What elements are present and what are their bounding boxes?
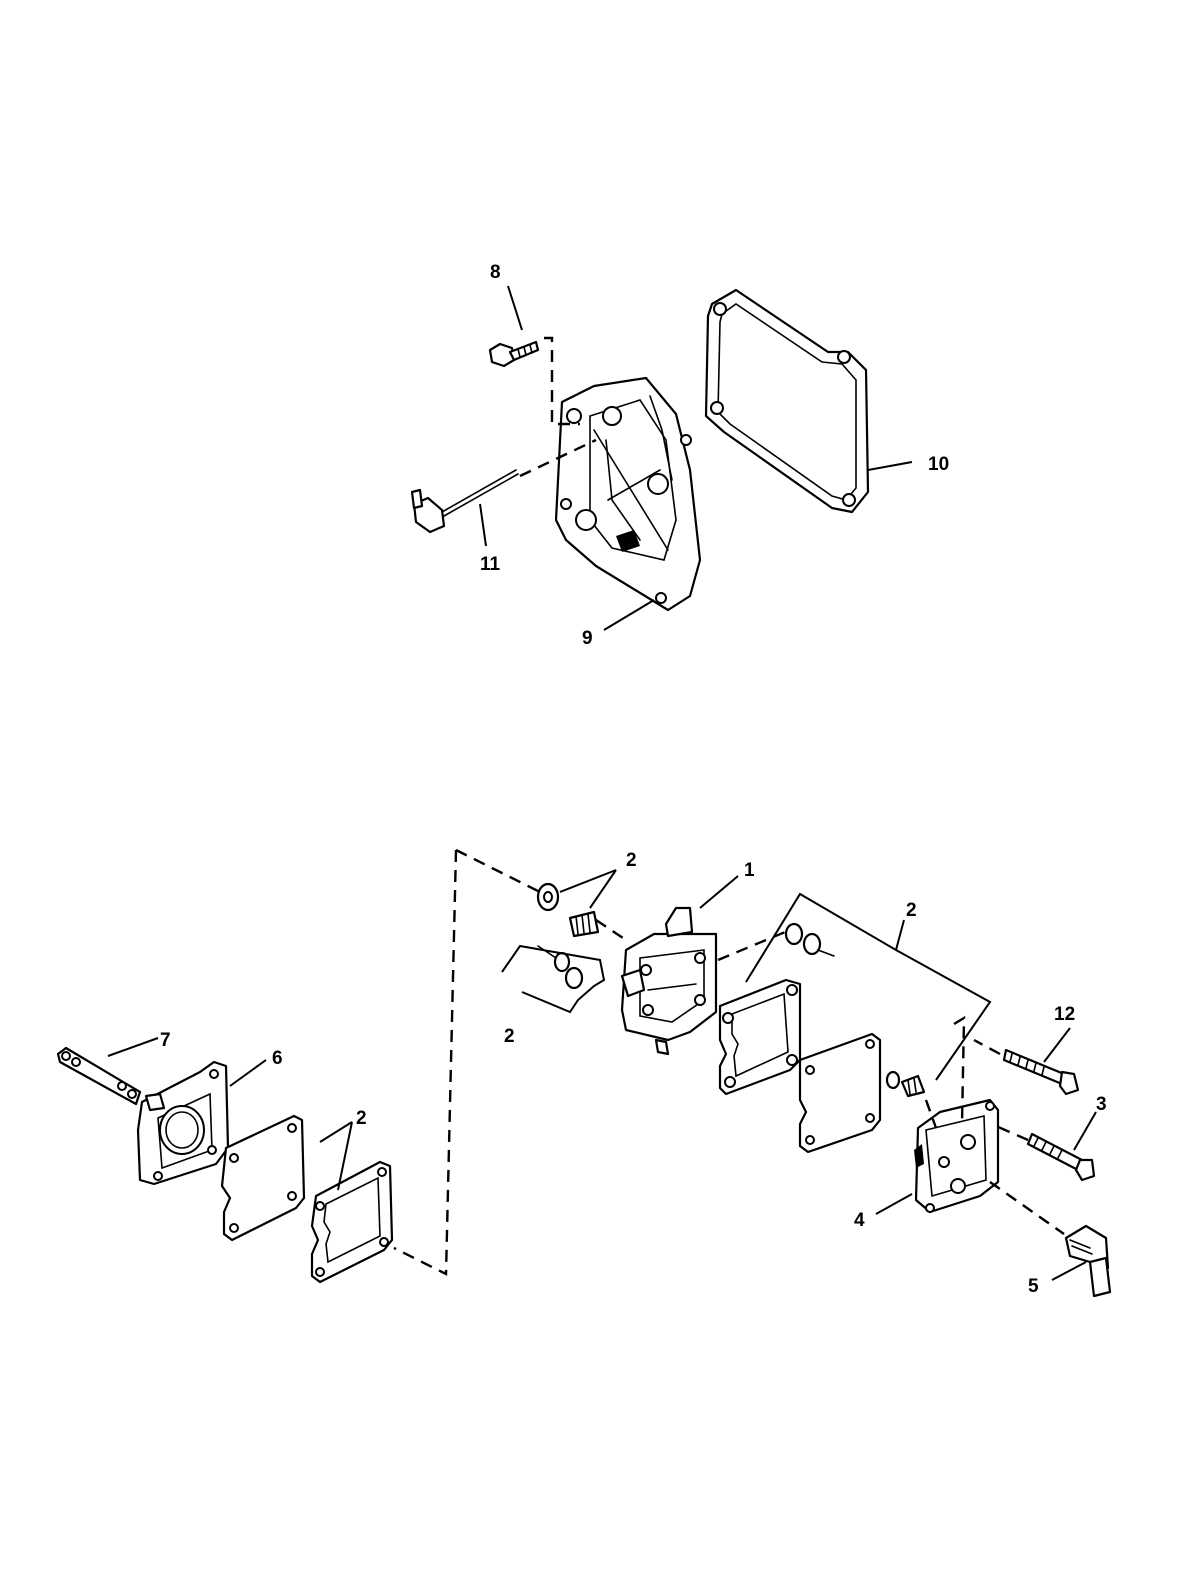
part-8-screw [488, 340, 540, 368]
part-10-gasket [704, 288, 870, 514]
part-4-pump-cover [914, 1098, 1000, 1214]
callout-5: 5 [1028, 1276, 1039, 1297]
part-6-end-cover [136, 1060, 230, 1186]
upper-assembly-lines [519, 336, 597, 478]
part-11-rod-sensor [410, 469, 519, 534]
part-2-diaphragm-left [220, 1114, 306, 1242]
callout-8: 8 [490, 262, 501, 283]
part-3-short-bolt [1026, 1132, 1096, 1182]
callout-3: 3 [1096, 1094, 1107, 1115]
callout-2-left: 2 [356, 1108, 367, 1129]
part-2-gasket-left [310, 1160, 394, 1284]
callout-2-top: 2 [626, 850, 637, 871]
part-2-diaphragm-right [798, 1032, 882, 1154]
callout-labels: 8 10 11 9 2 1 2 2 12 7 6 3 2 4 5 [160, 262, 1107, 1297]
callout-10: 10 [928, 454, 949, 475]
part-12-long-bolt [1002, 1048, 1080, 1096]
part-5-elbow-fitting [1064, 1224, 1112, 1298]
part-1-pump-body [620, 906, 718, 1056]
part-9-cover-plate [554, 376, 702, 612]
callout-12: 12 [1054, 1004, 1075, 1025]
callout-4: 4 [854, 1210, 865, 1231]
part-2-valve-left [537, 945, 584, 990]
part-2-washer-top [536, 882, 560, 912]
part-2-spring-top [568, 910, 600, 938]
callout-1: 1 [744, 860, 755, 881]
callout-2-right: 2 [906, 900, 917, 921]
callout-9: 9 [582, 628, 593, 649]
upper-leader-lines [479, 285, 913, 631]
part-2-spring-right [885, 1070, 926, 1098]
callout-6: 6 [272, 1048, 283, 1069]
lower-assembly-lines [393, 848, 1065, 1276]
callout-2-mid: 2 [504, 1026, 515, 1047]
callout-7: 7 [160, 1030, 171, 1051]
lower-leader-lines [107, 869, 1097, 1281]
callout-11: 11 [480, 554, 501, 575]
part-2-valve-right [784, 922, 835, 957]
part-7-link-plate [56, 1046, 142, 1106]
part-2-gasket-right [718, 978, 802, 1096]
